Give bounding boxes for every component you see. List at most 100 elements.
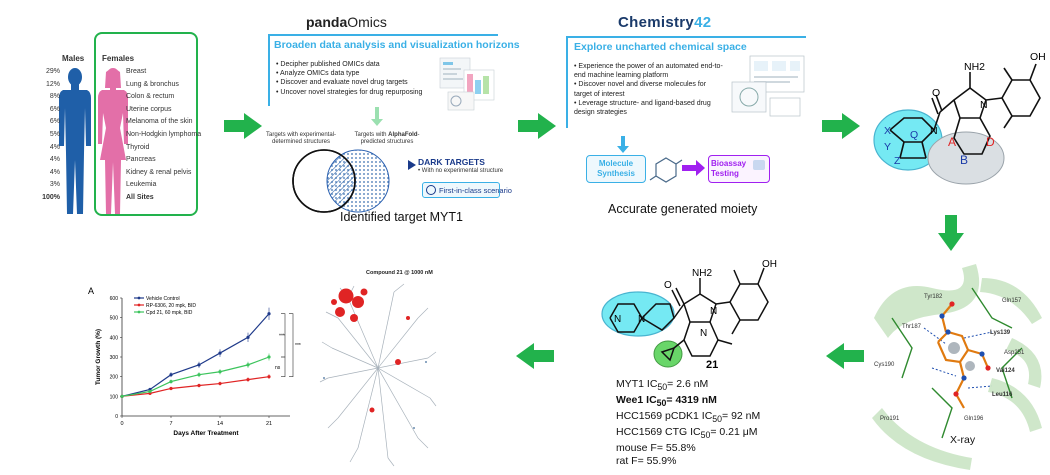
title-side-bar: [268, 36, 270, 106]
atom-x: X: [884, 125, 891, 137]
cancer-site-row: 6%Melanoma of the skin: [38, 118, 278, 130]
y-tick-label: 600: [110, 296, 119, 302]
logo-panda-text: panda: [306, 14, 348, 30]
data-point: [218, 351, 222, 355]
legend-label: Vehicle Control: [146, 296, 180, 302]
amino-group: NH2: [692, 268, 712, 279]
site-percentage: 100%: [42, 194, 60, 201]
site-label: Breast: [126, 68, 147, 75]
cancer-site-row: 29% Breast: [38, 68, 278, 80]
legend-marker: [137, 296, 141, 300]
cancer-site-row: 5%Non-Hodgkin lymphoma: [38, 131, 278, 143]
data-point: [267, 375, 271, 379]
residue-label: Leu116: [992, 392, 1013, 398]
legend-marker: [137, 310, 141, 314]
kinome-tree-panel: Compound 21 @ 1000 nM: [318, 270, 438, 470]
site-percentage: 3%: [49, 181, 60, 189]
small-down-arrow-icon: [371, 107, 383, 126]
pyrrole-n: N: [710, 306, 717, 317]
carbonyl-o: O: [664, 280, 672, 291]
molecule-structure-icon: [649, 157, 683, 183]
molecule-synthesis-box: Molecule Synthesis: [586, 155, 646, 183]
cancer-site-row: 4%Pancreas: [38, 156, 278, 168]
data-point: [246, 378, 250, 382]
atom-a: A: [948, 135, 956, 149]
carbonyl-o: O: [932, 87, 940, 99]
amino-group: NH2: [964, 61, 985, 73]
pandaomics-caption: Identified target MYT1: [340, 210, 463, 224]
title-side-bar: [566, 36, 568, 128]
small-down-arrow-icon: [617, 136, 629, 153]
male-silhouette-icon: [59, 68, 91, 214]
cancer-site-row: 8% Colon & rectum: [38, 93, 278, 105]
significance-label: ns: [275, 365, 281, 371]
bullet-item: Experience the power of an automated end…: [574, 62, 724, 80]
cancer-site-row: 100%All Sites: [38, 194, 278, 206]
site-label: Pancreas: [126, 156, 156, 164]
data-point: [246, 335, 250, 339]
dark-targets-label: DARK TARGETS: [418, 157, 485, 167]
ring-n: N: [638, 314, 645, 325]
ring-n: N: [700, 328, 707, 339]
bullet-item: Uncover novel strategies for drug repurp…: [276, 88, 422, 97]
flow-arrow-right-icon: [224, 113, 262, 139]
residue-label: Asp251: [1004, 350, 1025, 356]
cancer-site-row: 4%Thyroid: [38, 144, 278, 156]
significance-bracket: [281, 356, 286, 377]
site-percentage: 4%: [49, 168, 60, 176]
bullet-item: Discover and evaluate novel drug targets: [276, 78, 422, 87]
data-point: [218, 381, 222, 386]
venn-right-label: Targets with AlphaFold-predicted structu…: [354, 132, 420, 145]
data-point: [267, 312, 271, 316]
chemistry42-bullets: Experience the power of an automated end…: [574, 62, 724, 117]
site-percentage: 8%: [49, 93, 60, 101]
flow-arrow-left-icon: [826, 343, 864, 369]
y-tick-label: 400: [110, 335, 119, 341]
legend-label: Cpd 21, 60 mpk, BID: [146, 310, 193, 316]
chemistry42-title: Explore uncharted chemical space: [574, 41, 747, 53]
pandaomics-bullets: Decipher published OMICs data Analyze OM…: [276, 60, 422, 97]
title-divider: [268, 34, 498, 36]
flow-arrow-left-icon: [516, 343, 554, 369]
xray-panel: Thr187 Gln157 Tyr182 Lys139 Asp251 Cys19…: [872, 258, 1048, 472]
atom-b: B: [960, 153, 968, 167]
y-tick-label: 200: [110, 375, 119, 381]
chemistry42-caption: Accurate generated moiety: [608, 202, 758, 216]
dashboard-thumbnail-icon: [439, 57, 495, 111]
data-point: [246, 363, 250, 367]
pointer-arrow-icon: [408, 160, 416, 170]
property-line: HCC1569 CTG IC50= 0.21 μM: [616, 426, 758, 441]
legend-label: RP-6306, 20 mpk, BID: [146, 303, 196, 309]
data-point: [148, 389, 152, 394]
flow-arrow-right-icon: [518, 113, 556, 139]
kinome-title: Compound 21 @ 1000 nM: [366, 270, 433, 276]
ring-n: N: [930, 125, 938, 137]
female-silhouette-icon: [98, 68, 128, 214]
first-in-class-badge: First-in-class scenario: [422, 182, 512, 198]
panel-label: A: [88, 286, 94, 296]
data-point: [169, 379, 173, 384]
data-point: [267, 355, 271, 359]
site-percentage: 29%: [45, 68, 60, 75]
site-label: Uterine corpus: [126, 105, 172, 113]
logo-omics-text: Omics: [347, 14, 387, 30]
flow-arrow-right-icon: [822, 113, 860, 139]
residue-label: Cys190: [874, 362, 895, 368]
cancer-site-row: 3%Leukemia: [38, 181, 278, 193]
site-label: Colon & rectum: [126, 93, 175, 101]
x-tick-label: 7: [169, 421, 172, 427]
site-label: Kidney & renal pelvis: [126, 168, 192, 176]
atom-d: D: [986, 135, 995, 149]
site-label: Melanoma of the skin: [126, 118, 193, 126]
title-divider: [566, 36, 806, 38]
pandaomics-logo: pandaOmics: [306, 14, 387, 30]
property-line: mouse F= 55.8%: [616, 442, 696, 455]
pandaomics-panel: pandaOmics Broaden data analysis and vis…: [258, 14, 520, 229]
data-point: [218, 370, 222, 374]
y-axis-label: Tumor Growth (%): [95, 329, 102, 385]
x-tick-label: 21: [266, 421, 272, 427]
data-point: [197, 363, 201, 367]
residue-label: Gln157: [1002, 298, 1022, 304]
venn-diagram: [292, 149, 390, 213]
